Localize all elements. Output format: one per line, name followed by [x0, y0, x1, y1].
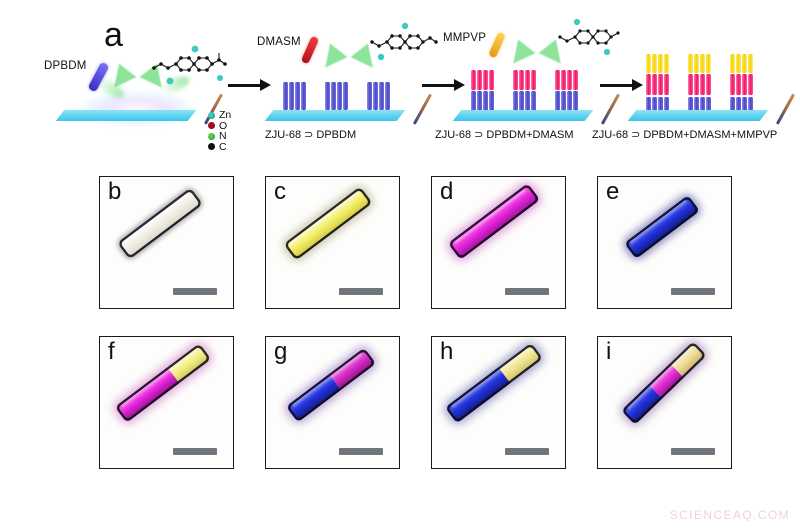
- molecule-dmasm: [370, 22, 438, 61]
- mof-crystal-3: [730, 54, 753, 118]
- molecule-mmpvp: [558, 18, 620, 56]
- panel-letter-c: c: [274, 178, 286, 205]
- mof-crystal-2: [688, 54, 711, 118]
- legend-row-zn: Zn: [208, 110, 231, 121]
- mof-crystal-1: [471, 70, 494, 114]
- scale-bar: [339, 448, 383, 455]
- scale-bar: [505, 288, 549, 295]
- substrate-4: [627, 93, 795, 125]
- micrograph-panel-e[interactable]: e: [597, 176, 732, 309]
- stage-caption-3: ZJU-68 ⊃ DPBDM+DMASM: [435, 129, 574, 141]
- atom-label-c: C: [219, 140, 227, 153]
- mof-crystal-3: [555, 70, 578, 114]
- process-arrow-3: [600, 79, 643, 91]
- substrate-3: [452, 93, 620, 125]
- atom-dot-zn: [208, 111, 215, 119]
- scale-bar: [505, 448, 549, 455]
- molecule-dpbdm: [152, 45, 227, 85]
- micrograph-panel-g[interactable]: g: [265, 336, 400, 469]
- substrate-1: [55, 93, 223, 125]
- panel-letter-f: f: [108, 338, 115, 365]
- stage-caption-2: ZJU-68 ⊃ DPBDM: [265, 129, 357, 141]
- panel-letter-i: i: [606, 338, 612, 365]
- process-arrow-2: [422, 79, 465, 91]
- micrograph-panel-c[interactable]: c: [265, 176, 400, 309]
- process-arrow-1: [228, 79, 271, 91]
- schematic-stage-4: ZJU-68 ⊃ DPBDM+DMASM+MMPVP: [592, 0, 800, 168]
- substrate-2: [264, 93, 432, 125]
- reagent-label-dpbdm: DPBDM: [44, 60, 87, 72]
- atom-dot-c: [208, 143, 215, 151]
- legend-row-c: C: [208, 140, 231, 153]
- atom-legend: Zn O N C: [208, 110, 231, 152]
- mof-crystal-3: [367, 82, 390, 110]
- stage-caption-4: ZJU-68 ⊃ DPBDM+DMASM+MMPVP: [592, 129, 778, 141]
- green-arrow-left: [504, 39, 536, 71]
- panel-letter-g: g: [274, 338, 288, 365]
- legend-row-n: N: [208, 131, 231, 142]
- schematic-panel-a: a DPBDM: [0, 0, 800, 168]
- mof-crystal-2: [513, 70, 536, 114]
- reagent-rod-mmpvp: [488, 31, 506, 59]
- scale-bar: [173, 288, 217, 295]
- scale-bar: [671, 288, 715, 295]
- mof-crystal-1: [283, 82, 306, 110]
- panel-letter-h: h: [440, 338, 454, 365]
- panel-letter-a: a: [104, 16, 123, 54]
- micrograph-panel-h[interactable]: h: [431, 336, 566, 469]
- micrograph-panel-i[interactable]: i: [597, 336, 732, 469]
- schematic-stage-2: DMASM: [253, 0, 453, 168]
- micrograph-panel-d[interactable]: d: [431, 176, 566, 309]
- atom-dot-o: [208, 122, 215, 130]
- micrograph-panel-f[interactable]: f: [99, 336, 234, 469]
- atom-label-o: O: [219, 119, 228, 132]
- scale-bar: [339, 288, 383, 295]
- scale-bar: [671, 448, 715, 455]
- scale-bar: [173, 448, 217, 455]
- atom-dot-n: [208, 132, 215, 140]
- watermark: SCIENCEAQ.COM: [669, 508, 790, 522]
- panel-letter-e: e: [606, 178, 620, 205]
- schematic-stage-3: MMPVP: [435, 0, 643, 168]
- atom-label-zn: Zn: [219, 109, 232, 121]
- micrograph-panel-b[interactable]: b: [99, 176, 234, 309]
- panel-letter-b: b: [108, 178, 122, 205]
- legend-row-o: O: [208, 119, 231, 132]
- panel-letter-d: d: [440, 178, 454, 205]
- mof-crystal-1: [646, 54, 669, 118]
- reagent-label-mmpvp: MMPVP: [443, 32, 487, 44]
- atom-label-n: N: [219, 130, 227, 142]
- reagent-label-dmasm: DMASM: [257, 36, 301, 48]
- schematic-stage-1: DPBDM: [20, 0, 227, 168]
- green-arrow-left: [316, 43, 348, 75]
- mof-crystal-2: [325, 82, 348, 110]
